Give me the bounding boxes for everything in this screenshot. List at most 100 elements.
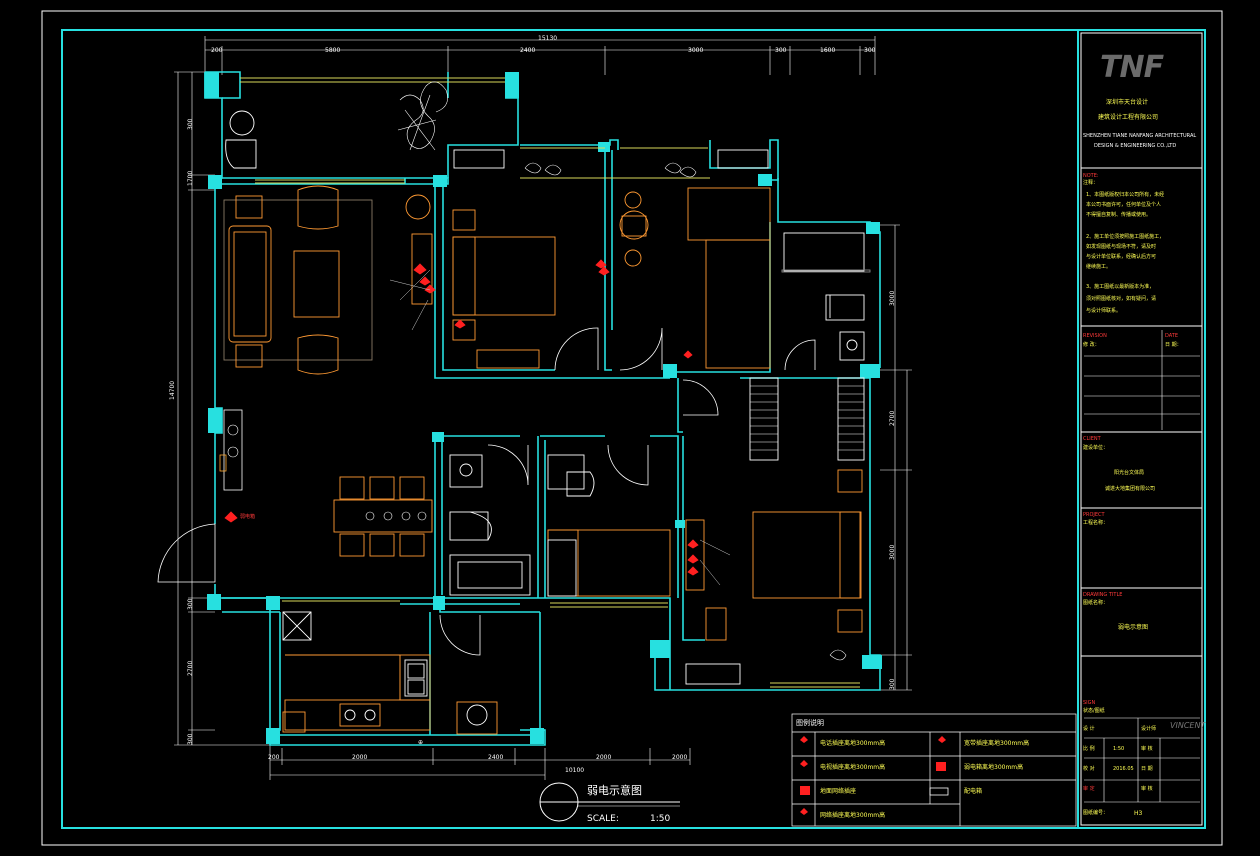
sign-header: SIGN — [1083, 700, 1096, 706]
sign-status-label: 状态/图纸 — [1083, 708, 1105, 714]
notes-line-9: 与设计师联系。 — [1086, 308, 1122, 314]
notes-line-1: 本公司书面许可，任何单位及个人 — [1086, 202, 1162, 208]
legend-item-3: 弱电箱离地300mm高 — [964, 764, 1024, 771]
client-label: 建设单位： — [1083, 445, 1109, 451]
sign-date-value: 2016.05 — [1113, 766, 1134, 772]
wiring-lines — [389, 269, 731, 586]
project-header: PROJECT — [1083, 512, 1105, 518]
sign-scale-value: 1:50 — [1113, 746, 1125, 752]
dim-top-total: 15130 — [538, 35, 558, 42]
door-swings — [157, 327, 816, 656]
client-header: CLIENT — [1083, 436, 1101, 442]
dim-top-4: 300 — [775, 47, 787, 54]
sign-date-label: 日 期 — [1141, 766, 1153, 772]
dim-bottom-4: 2000 — [672, 754, 688, 761]
outlet-bedroom1 — [595, 259, 607, 269]
dim-top-3: 3000 — [688, 47, 704, 54]
company-logo: TNF — [1100, 50, 1164, 85]
dim-left-2: 300 — [187, 598, 194, 610]
dim-left-3: 2700 — [187, 660, 194, 676]
revision-date-label: 日 期： — [1165, 342, 1182, 348]
scale-value: 1:50 — [650, 814, 671, 824]
furniture — [223, 185, 863, 735]
sign-number-label: 图纸编号： — [1083, 810, 1109, 816]
entry-weak-box-label: 弱电箱 — [240, 514, 256, 520]
dim-left-4: 300 — [187, 733, 194, 745]
dim-top-1: 5800 — [325, 47, 341, 54]
notes-line-0: 1、本图纸版权归本公司所有，未经 — [1086, 192, 1165, 198]
dim-right-0: 3000 — [889, 290, 896, 306]
revision-date-header: DATE — [1165, 333, 1179, 339]
legend-item-5: 配电箱 — [964, 788, 983, 795]
dim-left-total: 14700 — [169, 380, 176, 400]
dim-left-0: 300 — [187, 118, 194, 130]
sanitary-fixtures — [225, 110, 871, 726]
drawing-title: 弱电示意图 — [587, 784, 642, 797]
dim-right-2: 3000 — [889, 544, 896, 560]
legend-item-6: 网络插座离地300mm高 — [820, 812, 886, 819]
dim-bottom-1: 2000 — [352, 754, 368, 761]
entry-weak-box — [224, 511, 238, 523]
sign-design-value: 设计师 — [1141, 726, 1157, 732]
legend-item-2: 电视插座离地300mm高 — [820, 764, 886, 771]
sign-check-value: 校 对 — [1083, 766, 1095, 772]
dim-top-5: 1600 — [820, 47, 836, 54]
legend-item-4: 地面网络插座 — [820, 788, 857, 795]
notes-line-8: 须对照图纸核对，如有疑问，请 — [1086, 296, 1157, 302]
legend-header: 图例说明 — [796, 719, 824, 727]
dim-right-1: 2700 — [889, 410, 896, 426]
dim-top-2: 2400 — [520, 47, 536, 54]
company-name-en-1: SHENZHEN TIANE NANFANG ARCHITECTURAL — [1083, 133, 1197, 139]
dim-bottom-2: 2400 — [488, 754, 504, 761]
notes-header: NOTE: — [1083, 173, 1099, 179]
client-line-1: 阳光台文体局 — [1114, 470, 1145, 476]
living-tv-unit — [223, 409, 243, 491]
company-name-cn-1: 深圳市天台设计 — [1106, 99, 1149, 106]
electrical-symbols — [224, 259, 699, 576]
inner-frame — [61, 29, 1206, 829]
dim-left-1: 1700 — [187, 170, 194, 186]
sign-check-label: 审 核 — [1141, 746, 1153, 752]
sign-approve-value: 审 核 — [1141, 786, 1153, 792]
legend-item-1: 宽带插座离地300mm高 — [964, 740, 1030, 747]
notes-line-2: 不得擅自复制、传播或使用。 — [1086, 212, 1152, 218]
title-block-inner — [1080, 32, 1203, 826]
notes-label: 注释： — [1083, 180, 1099, 186]
drawing-title-label: 图纸名称： — [1083, 600, 1109, 606]
dim-right-3: 300 — [889, 678, 896, 690]
dim-bottom-total: 10100 — [565, 767, 585, 774]
legend-symbols — [800, 736, 946, 815]
louvre-pattern — [750, 385, 864, 451]
sign-scale-label: 比 例 — [1083, 746, 1095, 752]
drawing-title-value: 弱电示意图 — [1118, 624, 1149, 631]
sign-design-label: 设 计 — [1083, 726, 1095, 732]
signature-vincent: VINCENT — [1170, 721, 1206, 730]
notes-line-6: 继续施工。 — [1086, 264, 1112, 270]
dim-bottom-3: 2000 — [596, 754, 612, 761]
drawing-title-header: DRAWING TITLE — [1083, 592, 1123, 598]
tv-outlet-living — [413, 263, 427, 275]
sign-approve-label: 审 定 — [1083, 786, 1095, 792]
notes-line-3: 2、施工单位须按照施工图纸施工， — [1086, 234, 1165, 240]
dim-top-0: 200 — [211, 47, 223, 54]
table-decor — [365, 511, 427, 521]
client-line-2: 诚遂大地集团有限公司 — [1105, 486, 1156, 492]
dim-top-6: 300 — [864, 47, 876, 54]
legend-table — [791, 713, 1077, 827]
scale-label: SCALE: — [587, 814, 619, 824]
walls — [204, 71, 881, 746]
project-label: 工程名称： — [1083, 520, 1109, 526]
outer-sheet-border — [41, 10, 1223, 846]
planter-decor — [397, 81, 847, 661]
legend-item-0: 电话插座离地300mm高 — [820, 740, 886, 747]
bottom-axis-symbol: ⊕ — [418, 739, 424, 746]
revision-version-label: 修 改： — [1083, 342, 1100, 348]
dim-bottom-0: 200 — [268, 754, 280, 761]
notes-line-7: 3、施工图纸以最新版本为准， — [1086, 284, 1155, 290]
notes-line-5: 与设计单位联系，经确认后方可 — [1086, 254, 1157, 260]
revision-header: REVISION — [1083, 333, 1107, 339]
wall-columns — [205, 72, 882, 744]
sign-number-value: H3 — [1134, 810, 1143, 817]
windows — [240, 77, 860, 688]
